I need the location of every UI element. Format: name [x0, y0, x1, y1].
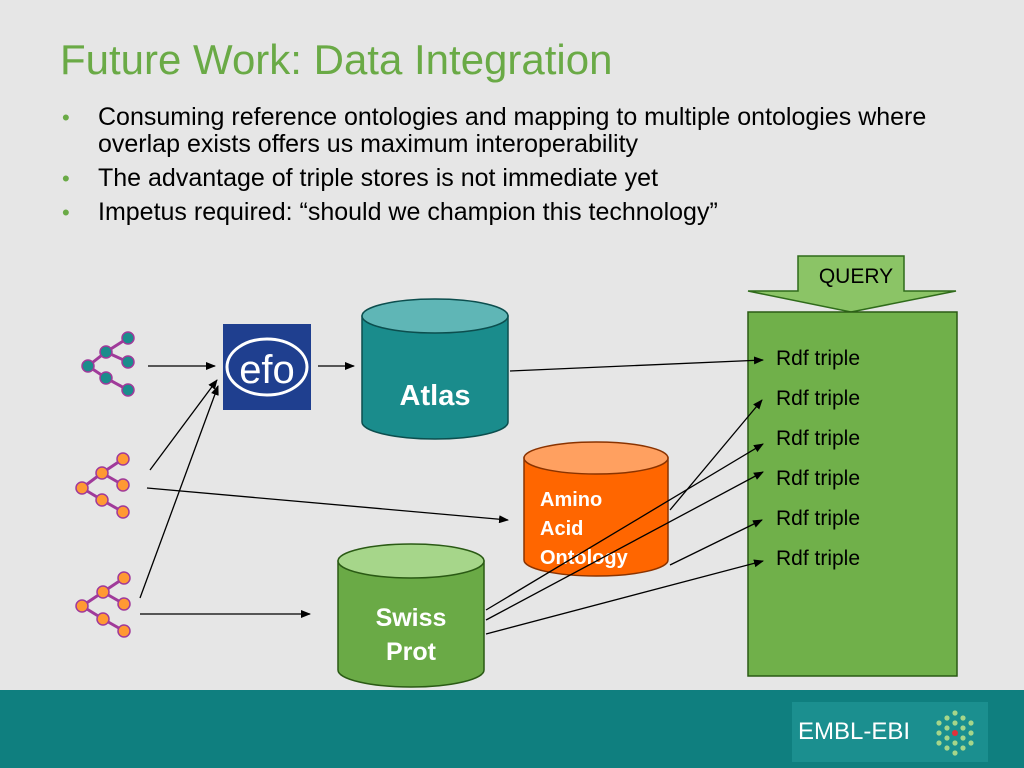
bullet-dot-icon: • — [62, 200, 70, 225]
atlas-cylinder: Atlas — [361, 298, 509, 440]
rdf-triple-label: Rdf triple — [776, 547, 860, 570]
ontology-tree-icon — [75, 571, 131, 638]
bullet-dot-icon: • — [62, 166, 70, 191]
bullet-text: Impetus required: “should we champion th… — [98, 198, 718, 226]
amino-label-line: Ontology — [540, 547, 629, 569]
data-integration-diagram: QUERY Rdf triple Rdf triple Rdf triple R… — [75, 255, 958, 688]
rdf-triple-label: Rdf triple — [776, 507, 860, 530]
rdf-triple-label: Rdf triple — [776, 467, 860, 490]
slide-title: Future Work: Data Integration — [60, 36, 613, 83]
efo-logo: efo — [223, 324, 311, 410]
amino-acid-ontology-cylinder: Amino Acid Ontology — [523, 441, 669, 577]
rdf-triple-label: Rdf triple — [776, 387, 860, 410]
arrow — [485, 471, 764, 621]
bullet-item: • The advantage of triple stores is not i… — [62, 165, 982, 192]
bullet-text: Consuming reference ontologies and mappi… — [98, 103, 927, 158]
amino-label-line: Amino — [540, 489, 602, 511]
arrow — [669, 519, 763, 566]
arrow — [485, 559, 764, 635]
swiss-prot-cylinder: Swiss Prot — [337, 543, 485, 688]
arrow — [669, 399, 763, 511]
bullet-list: • Consuming reference ontologies and mapp… — [62, 104, 982, 233]
amino-label-line: Acid — [540, 518, 583, 540]
arrow — [139, 385, 219, 599]
rdf-triple-label: Rdf triple — [776, 427, 860, 450]
swiss-label-line: Swiss — [376, 604, 447, 632]
ontology-tree-icon — [81, 331, 135, 397]
bullet-text: The advantage of triple stores is not im… — [98, 164, 659, 192]
rdf-triple-label: Rdf triple — [776, 347, 860, 370]
ontology-tree-icon — [75, 452, 130, 519]
embl-ebi-logo: EMBL-EBI — [792, 702, 988, 762]
swiss-label-line: Prot — [386, 638, 437, 666]
rdf-triple-store: Rdf triple Rdf triple Rdf triple Rdf tri… — [747, 311, 958, 677]
arrow — [149, 379, 218, 471]
embl-ebi-logo-text: EMBL-EBI — [798, 718, 911, 745]
connector-arrows — [139, 356, 764, 635]
query-arrow: QUERY — [747, 255, 957, 313]
arrow — [485, 443, 764, 611]
atlas-label: Atlas — [400, 380, 471, 412]
arrow — [509, 356, 764, 372]
embl-ebi-hexagon-icon — [936, 710, 974, 756]
arrow — [146, 487, 509, 524]
efo-logo-text: efo — [239, 348, 295, 392]
footer-bar: EMBL-EBI — [0, 690, 1024, 768]
bullet-item: • Consuming reference ontologies and mapp… — [62, 104, 982, 158]
bullet-item: • Impetus required: “should we champion t… — [62, 199, 982, 226]
bullet-dot-icon: • — [62, 105, 70, 130]
query-label: QUERY — [819, 265, 893, 288]
